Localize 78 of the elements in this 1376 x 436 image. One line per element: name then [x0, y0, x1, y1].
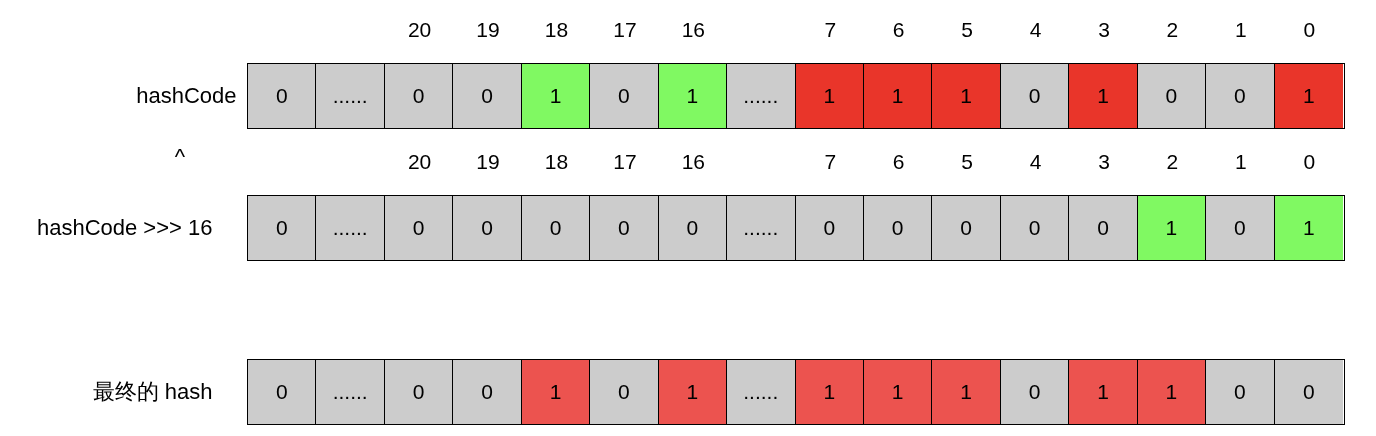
bit-cell: 0: [248, 196, 317, 260]
bit-cell: 1: [1274, 64, 1343, 128]
operator-symbol: ^: [174, 144, 186, 170]
bit-cell: 0: [795, 196, 864, 260]
bit-index: 19: [476, 150, 500, 174]
bit-index: 16: [681, 18, 705, 42]
bit-index: 6: [892, 18, 905, 42]
bit-cell: 1: [932, 360, 1001, 424]
bit-cell: 1: [863, 360, 933, 424]
bit-index: 4: [1029, 150, 1042, 174]
bit-cell: ......: [727, 64, 796, 128]
bit-cell: 1: [1274, 196, 1343, 260]
bit-cell: 0: [521, 196, 591, 260]
bit-index: 2: [1166, 18, 1179, 42]
bit-cell: 1: [795, 64, 864, 128]
bit-cell: ......: [727, 360, 796, 424]
bit-cell: 0: [1274, 360, 1343, 424]
bit-index: 0: [1303, 150, 1316, 174]
bit-cell: 0: [590, 360, 659, 424]
bit-index: 5: [961, 150, 973, 174]
bit-index: 1: [1235, 18, 1247, 42]
bit-index: 17: [613, 18, 637, 42]
bit-index: 20: [407, 18, 432, 42]
bit-cell: 0: [932, 196, 1001, 260]
bit-cell: 0: [863, 196, 933, 260]
bit-cell: 1: [658, 360, 728, 424]
bit-cell: 0: [1137, 64, 1207, 128]
bit-index: 5: [961, 18, 973, 42]
bit-cell: 0: [453, 360, 522, 424]
bit-index: 18: [544, 150, 569, 174]
bit-cell: 0: [590, 64, 659, 128]
row-label: hashCode: [136, 83, 237, 109]
bit-cell: ......: [316, 360, 385, 424]
bit-cell: 0: [658, 196, 728, 260]
bit-cell: 0: [1206, 64, 1275, 128]
bit-cell: 0: [1000, 360, 1070, 424]
bit-cell: ......: [316, 196, 385, 260]
bit-cell: 0: [248, 64, 317, 128]
bit-cell: 0: [590, 196, 659, 260]
bit-cell: 0: [1206, 196, 1275, 260]
bit-cell: 0: [384, 360, 454, 424]
bit-index: 18: [544, 18, 569, 42]
bit-index: 4: [1029, 18, 1042, 42]
bit-cell: 1: [795, 360, 864, 424]
bit-cell: 0: [384, 64, 454, 128]
bit-cell: 1: [863, 64, 933, 128]
bit-index: 7: [824, 150, 837, 174]
bit-cell: 0: [1069, 196, 1138, 260]
bit-cell: 1: [521, 360, 591, 424]
bit-cell: 0: [1000, 64, 1070, 128]
bit-cell: 1: [1137, 196, 1207, 260]
bit-index: 7: [824, 18, 837, 42]
bit-index: 2: [1166, 150, 1179, 174]
bit-index: 6: [892, 150, 905, 174]
bit-cell: 1: [658, 64, 728, 128]
bit-cell: 0: [453, 196, 522, 260]
bit-cell: ......: [727, 196, 796, 260]
bit-index: 16: [681, 150, 705, 174]
bit-cell: 1: [1137, 360, 1207, 424]
bit-cell: 1: [1069, 64, 1138, 128]
bit-index: 17: [613, 150, 637, 174]
bit-index: 20: [407, 150, 432, 174]
bit-cell: 0: [1000, 196, 1070, 260]
bit-index: 3: [1098, 18, 1110, 42]
bit-index: 3: [1098, 150, 1110, 174]
bit-cell: 0: [453, 64, 522, 128]
bit-cell: 1: [521, 64, 591, 128]
bit-cell: ......: [316, 64, 385, 128]
bit-cell: 0: [248, 360, 317, 424]
bit-cell: 1: [932, 64, 1001, 128]
row-label: 最终的 hash: [92, 379, 213, 405]
row-label: hashCode >>> 16: [36, 215, 213, 241]
bit-index: 0: [1303, 18, 1316, 42]
bit-cell: 1: [1069, 360, 1138, 424]
bit-cell: 0: [384, 196, 454, 260]
bit-cell: 0: [1206, 360, 1275, 424]
bit-index: 1: [1235, 150, 1247, 174]
bit-index: 19: [476, 18, 500, 42]
